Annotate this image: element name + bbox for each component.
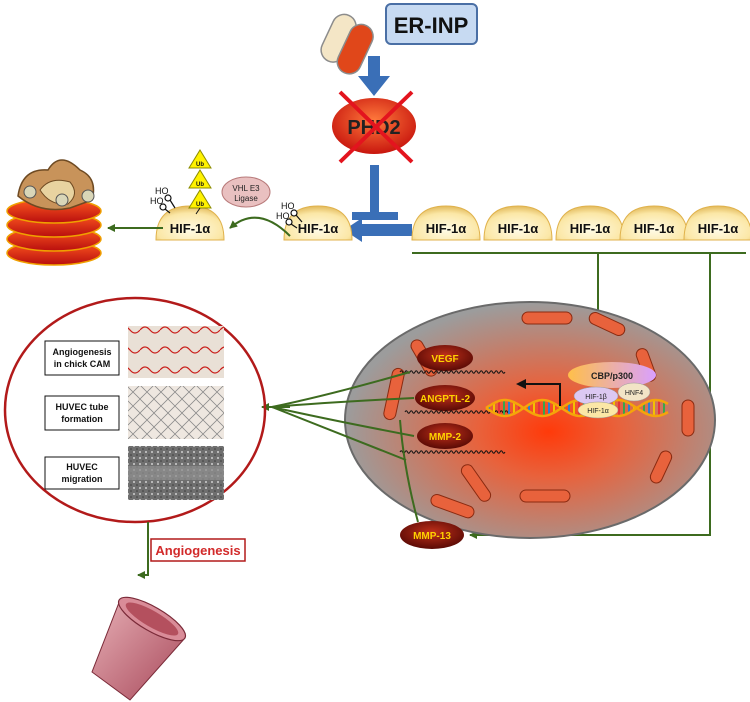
hif1a-label: HIF-1α <box>570 221 611 236</box>
outcome-label: Angiogenesis <box>155 543 240 558</box>
ho-groups: HO HO HO HO <box>150 186 303 229</box>
hif1a-label: HIF-1α <box>426 221 467 236</box>
inhibition-stem <box>370 165 379 215</box>
cam-image <box>128 326 224 378</box>
assay-cam: Angiogenesis in chick CAM <box>44 326 224 378</box>
hnf4 <box>617 382 651 402</box>
svg-text:HUVEC tube: HUVEC tube <box>55 402 108 412</box>
mmp13-label: MMP-13 <box>413 531 451 542</box>
hif1a-protein: HIF-1α <box>619 205 689 241</box>
vhl-line1: VHL E3 <box>232 184 260 193</box>
gene-angptl2 <box>415 385 475 411</box>
hydroxylation-arrow <box>344 218 412 242</box>
hif1a-protein: HIF-1α <box>411 205 481 241</box>
svg-text:HO: HO <box>155 186 169 196</box>
ubiquitination-arrow <box>229 216 291 237</box>
gene-vegf <box>417 345 473 371</box>
hif1a-protein: HIF-1α <box>155 205 225 241</box>
gene-vegf-label: VEGF <box>431 354 458 365</box>
gene-mmp2 <box>417 423 473 449</box>
drug-arrow <box>358 56 390 96</box>
svg-text:migration: migration <box>61 474 102 484</box>
inhibition-cross <box>338 90 414 164</box>
svg-text:Ub: Ub <box>196 202 204 208</box>
ubiquitin-icon: Ub <box>188 189 212 209</box>
assay-circle <box>3 296 267 524</box>
gene-to-assay-arrows <box>271 371 415 461</box>
hif1a-protein: HIF-1α <box>283 205 353 241</box>
vhl-ligase <box>221 176 271 208</box>
cbp-label: CBP/p300 <box>591 371 633 381</box>
hif1a-label: HIF-1α <box>634 221 675 236</box>
ubiquitin-icon: Ub <box>188 169 212 189</box>
svg-text:Angiogenesis: Angiogenesis <box>52 347 111 357</box>
svg-text:Ub: Ub <box>196 182 204 188</box>
outcome-box <box>150 538 246 562</box>
outcome-arrow <box>137 522 149 579</box>
bacteria-icon <box>320 13 374 75</box>
tube-image <box>128 386 224 439</box>
blood-vessel-icon <box>91 596 187 701</box>
hif1a-protein: HIF-1α <box>555 205 625 241</box>
assay-migration: HUVEC migration <box>44 446 224 500</box>
mitochondria <box>383 311 695 519</box>
mmp13 <box>400 521 464 549</box>
assay-tube: HUVEC tube formation <box>44 386 224 439</box>
gene-mmp2-label: MMP-2 <box>429 432 462 443</box>
svg-text:Ub: Ub <box>196 162 204 168</box>
hif1a-label: HIF-1α <box>698 221 739 236</box>
svg-text:HO: HO <box>281 201 295 211</box>
ubiquitin-icon: Ub <box>188 149 212 169</box>
drug-label: ER-INP <box>394 13 469 38</box>
hif1a-label: HIF-1α <box>170 221 211 236</box>
transcription-arrow <box>526 383 561 406</box>
svg-text:formation: formation <box>61 414 103 424</box>
mmp13-link <box>399 419 419 523</box>
proteasome-icon <box>6 159 102 266</box>
hnf4-label: HNF4 <box>625 390 643 397</box>
hif1a-label: HIF-1α <box>298 221 339 236</box>
nucleus: VEGF ANGPTL-2 MMP-2 CBP/p300 HIF-1β HNF4… <box>344 301 716 539</box>
hif-row: HIF-1α HIF-1α HIF-1α HIF-1α HIF-1α HIF-1α HIF-… <box>155 205 750 241</box>
svg-text:HO: HO <box>276 211 290 221</box>
hif1b-label: HIF-1β <box>585 394 607 401</box>
hif1a-protein: HIF-1α <box>683 205 750 241</box>
hif1a-protein: HIF-1α <box>483 205 553 241</box>
svg-text:in chick CAM: in chick CAM <box>54 359 111 369</box>
hif1a-nuclear-label: HIF-1α <box>587 408 609 415</box>
transcription-arrowhead <box>516 379 526 389</box>
gene-angptl2-label: ANGPTL-2 <box>420 394 470 405</box>
cbp-p300 <box>568 362 656 388</box>
inhibition-bar <box>352 212 398 220</box>
hif1a-label: HIF-1α <box>498 221 539 236</box>
vhl-line2: Ligase <box>234 194 258 203</box>
svg-text:HUVEC: HUVEC <box>66 462 98 472</box>
svg-text:HO: HO <box>150 196 164 206</box>
drug-box <box>385 3 478 45</box>
hif1a-nuclear <box>577 401 619 419</box>
